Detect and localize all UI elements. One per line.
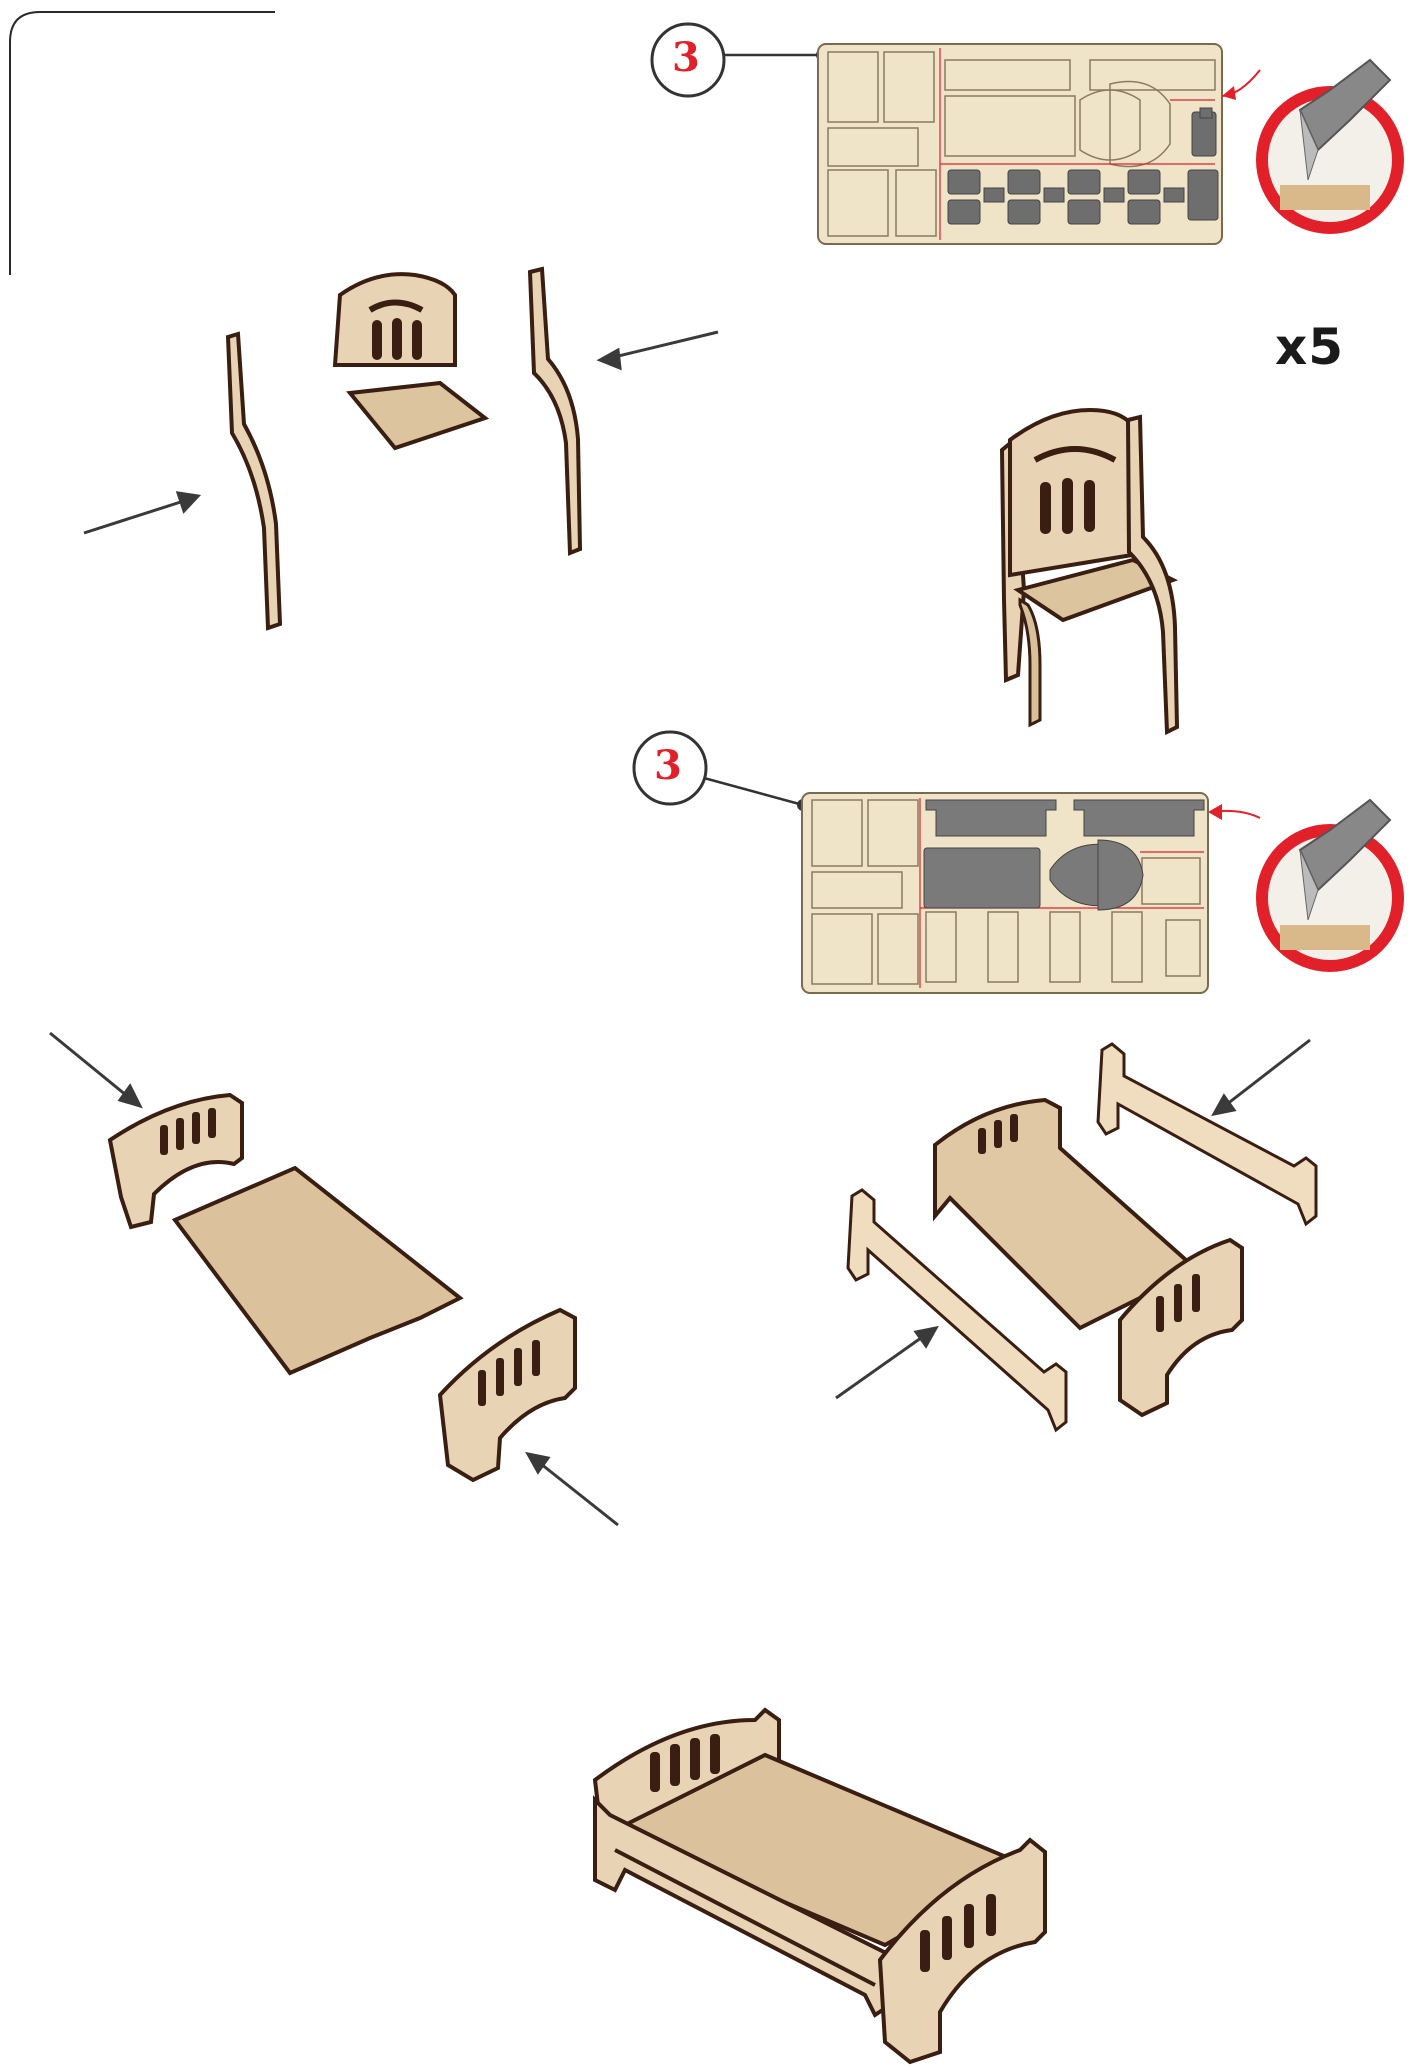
assembled-bed [0, 0, 1421, 2067]
